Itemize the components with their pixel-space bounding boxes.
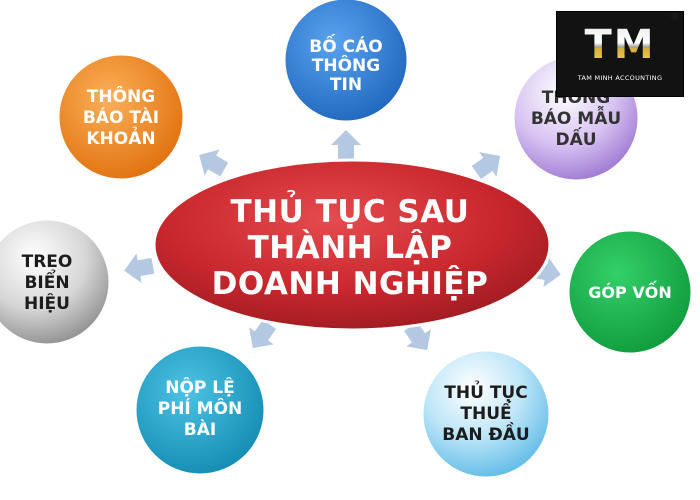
node-treo-bien-hieu: TREO BIỂN HIỆU bbox=[0, 217, 112, 347]
node-label-line-1: THÔNG bbox=[87, 85, 155, 107]
node-thong-bao-tai-khoan: THÔNG BÁO TÀI KHOẢN bbox=[56, 52, 186, 182]
node-label-line-3: BÀI bbox=[184, 418, 216, 440]
node-label-line-2: BÁO TÀI bbox=[83, 106, 159, 128]
node-circle bbox=[0, 217, 112, 347]
node-label-line-2: PHÍ MÔN bbox=[158, 397, 243, 419]
node-label-line-2: THÔNG bbox=[312, 54, 380, 76]
node-circle bbox=[282, 0, 410, 124]
arrow-to-thong-bao-tai-khoan-icon bbox=[191, 142, 232, 183]
node-label-line-2: BÁO MẪU bbox=[531, 104, 621, 129]
node-circle bbox=[566, 228, 694, 356]
node-circle bbox=[420, 348, 552, 480]
node-gop-von: GÓP VỐN bbox=[566, 228, 694, 356]
node-label-line-1: GÓP VỐN bbox=[588, 281, 671, 302]
node-label-line-1: NỘP LỆ bbox=[165, 376, 235, 398]
center-node: THỦ TỤC SAU THÀNH LẬP DOANH NGHIỆP bbox=[152, 158, 552, 332]
node-label-line-2: BIỂN bbox=[24, 268, 69, 293]
node-label-line-1: TREO bbox=[22, 252, 73, 272]
company-logo: TM TAM MINH ACCOUNTING bbox=[556, 11, 684, 97]
node-label-line-3: BAN ĐẦU bbox=[442, 421, 529, 445]
arrow-to-bo-cao-thong-tin-icon bbox=[331, 130, 361, 159]
node-label-line-3: KHOẢN bbox=[86, 126, 155, 149]
node-circle bbox=[56, 52, 186, 182]
node-label-line-3: TIN bbox=[330, 75, 362, 95]
node-bo-cao-thong-tin: BỐ CÁO THÔNG TIN bbox=[282, 0, 410, 124]
center-title-line-3: DOANH NGHIỆP bbox=[212, 265, 489, 302]
center-ellipse bbox=[152, 158, 552, 332]
arrow-to-treo-bien-hieu-icon bbox=[121, 250, 156, 286]
center-title-line-2: THÀNH LẬP bbox=[248, 229, 453, 266]
center-title-line-1: THỦ TỤC SAU bbox=[231, 190, 470, 230]
node-label-line-2: THUẾ bbox=[460, 400, 512, 424]
node-label-line-3: HIỆU bbox=[24, 292, 70, 314]
registered-mark-icon: ® bbox=[670, 12, 680, 23]
node-label-line-1: THỦ TỤC bbox=[444, 379, 527, 403]
node-nop-le-phi-mon-bai: NỘP LỆ PHÍ MÔN BÀI bbox=[133, 343, 267, 477]
logo-subtitle: TAM MINH ACCOUNTING bbox=[577, 74, 663, 82]
node-label-line-1: BỐ CÁO bbox=[309, 33, 382, 57]
logo-mark: TM bbox=[557, 22, 683, 68]
node-circle bbox=[133, 343, 267, 477]
node-label-line-3: DẤU bbox=[555, 126, 596, 150]
node-thu-tuc-thue-ban-dau: THỦ TỤC THUẾ BAN ĐẦU bbox=[420, 348, 552, 480]
